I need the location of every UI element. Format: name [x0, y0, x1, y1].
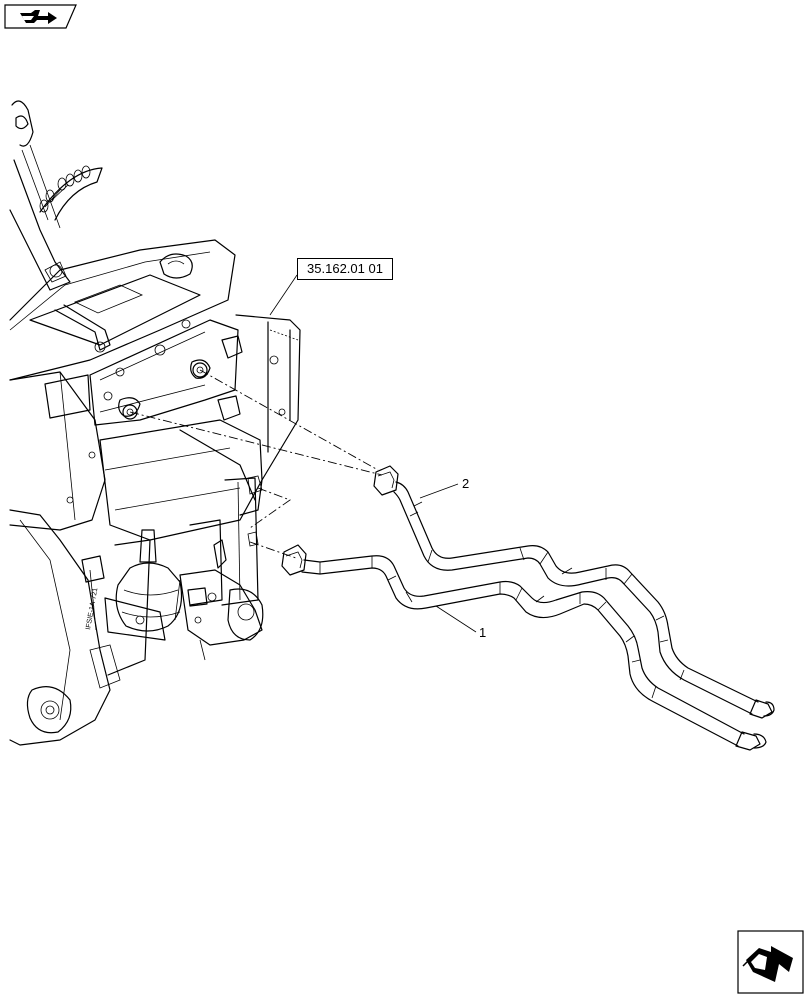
callout-1-leader: [435, 605, 477, 633]
reference-leader: [269, 274, 298, 316]
pipe-2: [373, 465, 775, 719]
callout-2-label: 2: [462, 476, 470, 491]
callout-1-label: 1: [479, 625, 487, 640]
reference-label-box[interactable]: 35.162.01 01: [297, 258, 393, 280]
pipe-1: [281, 544, 767, 751]
next-page-arrow-icon[interactable]: [737, 930, 804, 994]
folder-back-arrow-icon[interactable]: [4, 4, 77, 29]
callout-2-leader: [419, 483, 459, 499]
svg-text:IFSIE-1A-721: IFSIE-1A-721: [85, 587, 99, 630]
tractor-front-frame: IFSIE-1A-721: [9, 100, 301, 746]
